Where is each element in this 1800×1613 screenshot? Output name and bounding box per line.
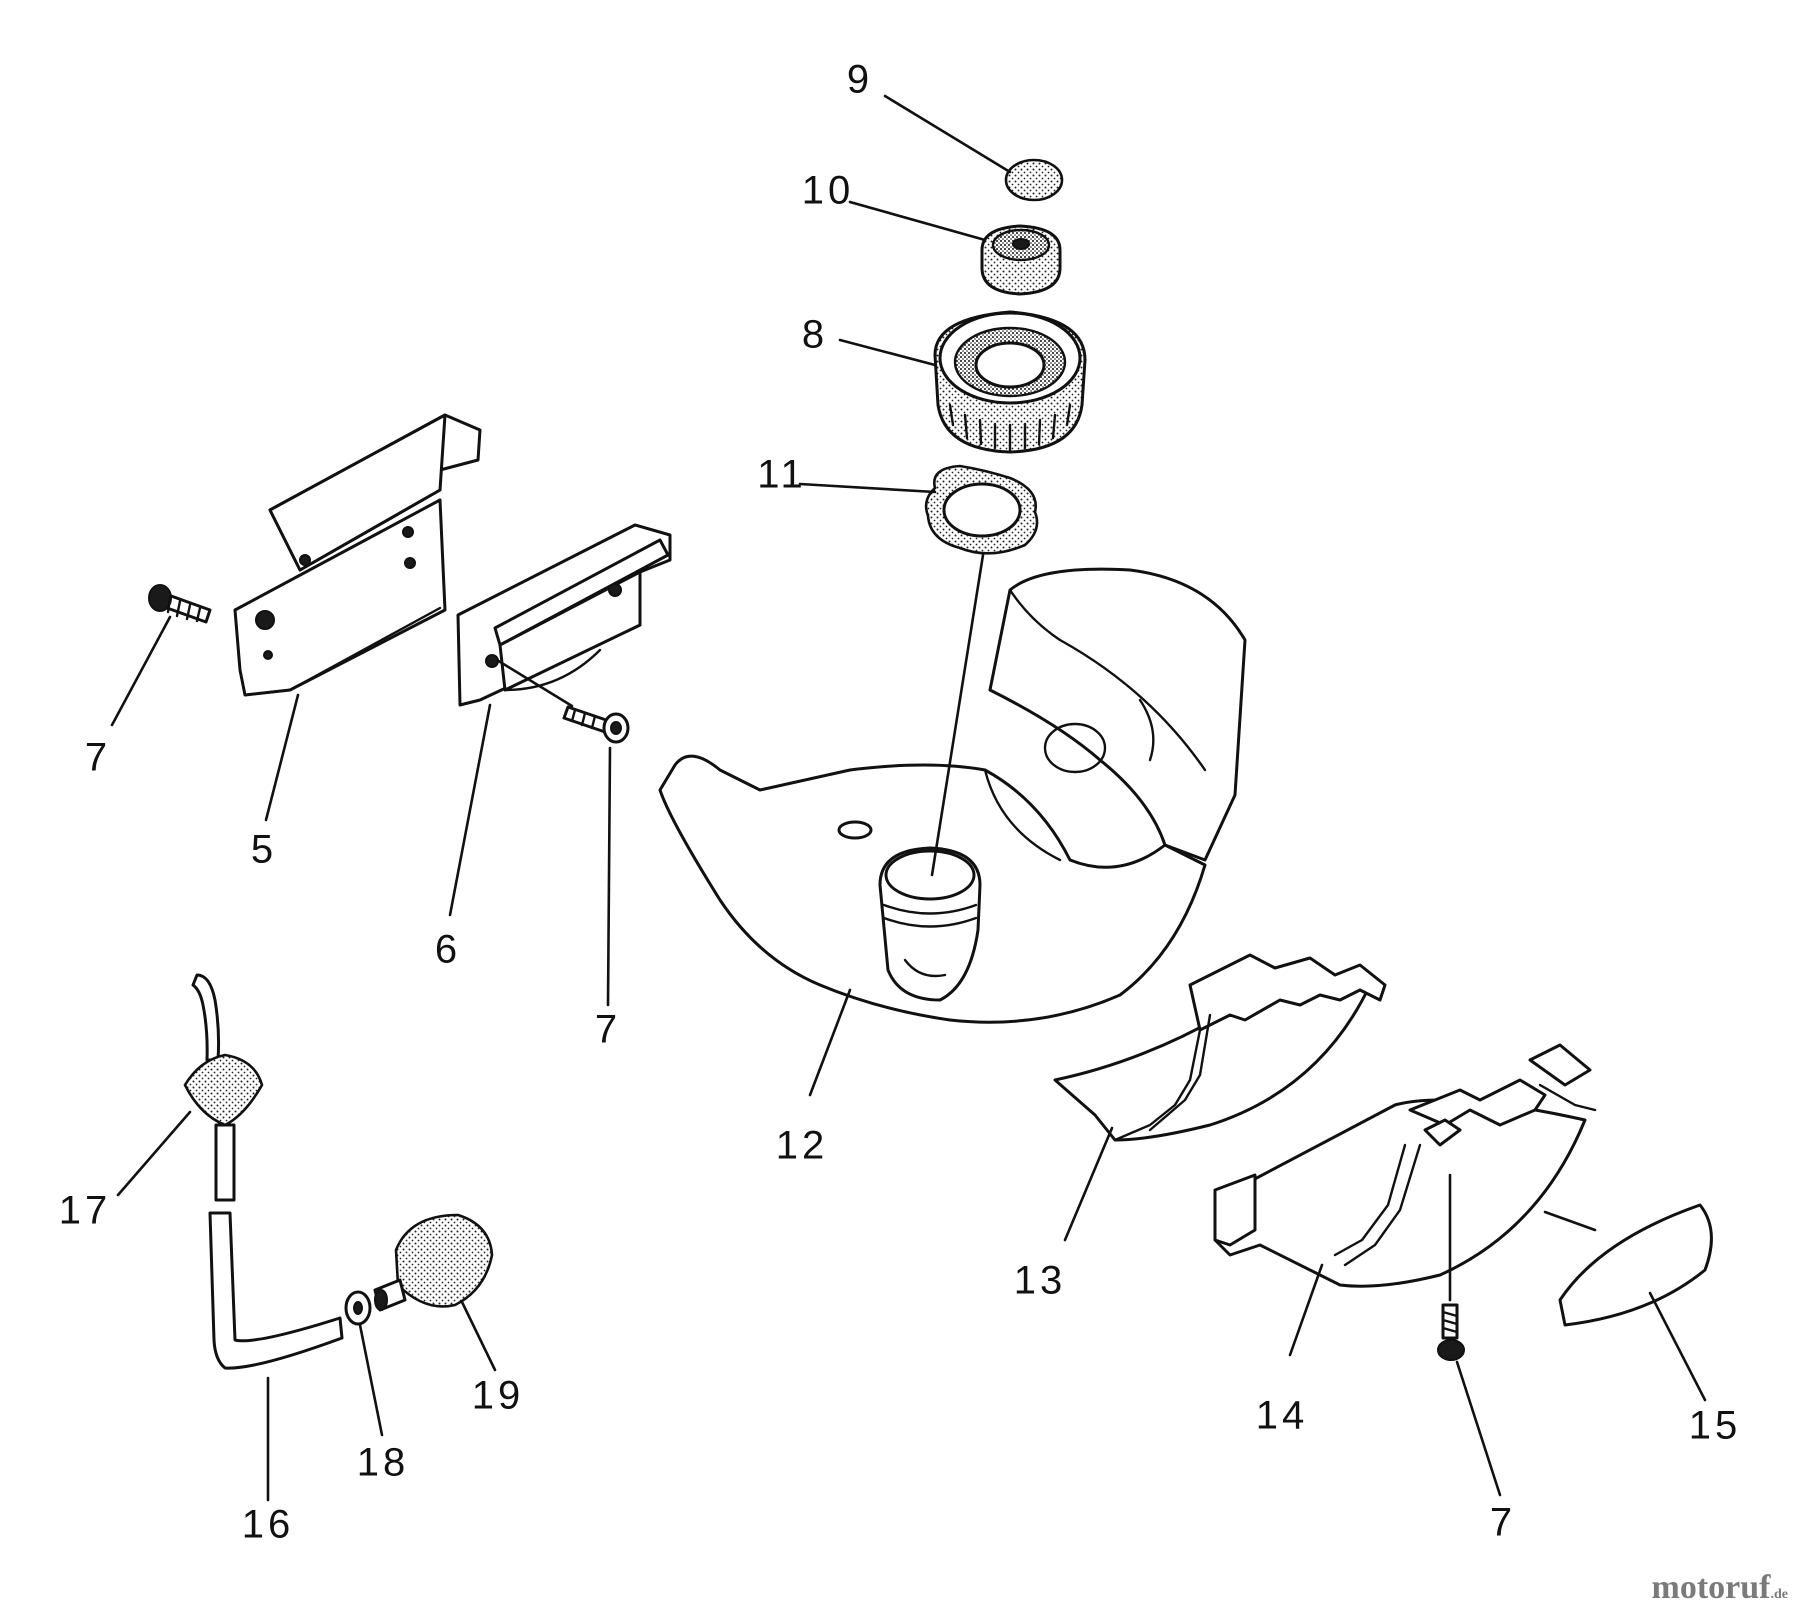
label-10: 10 [802,169,855,213]
leader-18 [358,1323,384,1437]
leader-14 [1288,1263,1324,1357]
leader-19 [460,1300,497,1372]
leader-13 [1063,1126,1114,1242]
label-5: 5 [251,828,277,872]
leader-5 [264,693,300,822]
label-7-middle: 7 [595,1008,621,1052]
label-12: 12 [776,1124,829,1168]
part-12-fuel-tank [658,567,1247,1024]
label-19: 19 [472,1374,525,1418]
part-18-washer [344,1290,372,1326]
part-16-fuel-hose [208,1211,344,1370]
label-6: 6 [435,928,461,972]
label-8: 8 [802,313,828,357]
leader-7c [1455,1360,1502,1497]
watermark-tld: .de [1770,1587,1789,1602]
label-16: 16 [242,1503,295,1547]
leader-7b [606,746,612,1007]
leader-8 [838,338,937,367]
watermark-logo: motoruf.de [1652,1569,1788,1607]
part-6-bracket [456,523,672,707]
label-18: 18 [357,1441,410,1485]
label-7-left: 7 [85,736,111,780]
label-9: 9 [847,58,873,102]
part-7-screw-middle [562,705,630,744]
label-17: 17 [59,1189,112,1233]
part-10-filter [980,224,1062,296]
assembly-axis [930,553,985,877]
part-14-cover [1213,1043,1597,1288]
leader-12 [808,988,852,1097]
part-15-plate [1558,1203,1713,1327]
part-9-cap [1004,158,1064,202]
part-11-gasket [924,464,1039,555]
watermark-text: motoruf [1651,1569,1771,1606]
part-5-bracket [233,413,482,697]
label-11: 11 [757,453,807,497]
leader-11 [798,482,937,494]
leader-10 [848,200,987,242]
label-15: 15 [1689,1404,1742,1448]
part-7-screw-left [148,584,212,624]
label-13: 13 [1014,1259,1067,1303]
leader-15 [1648,1291,1707,1402]
assembly-axis-6 [495,658,574,708]
part-19-filter-element [373,1213,494,1312]
leader-6 [448,703,492,917]
leader-17 [116,1110,192,1197]
part-7-screw-right [1437,1303,1465,1361]
leader-lines [110,94,1707,1502]
leader-7a [110,615,172,727]
part-8-fuel-cap [933,310,1087,454]
callout-labels: 9 10 8 11 5 7 6 7 12 13 14 15 7 17 16 18… [59,58,1742,1547]
part-13-shield [1053,953,1387,1142]
assembly-axis-14 [1543,1210,1597,1232]
part-17-fuel-filter [183,973,264,1202]
label-7-right: 7 [1490,1501,1516,1545]
leader-9 [883,94,1012,174]
label-14: 14 [1256,1394,1309,1438]
